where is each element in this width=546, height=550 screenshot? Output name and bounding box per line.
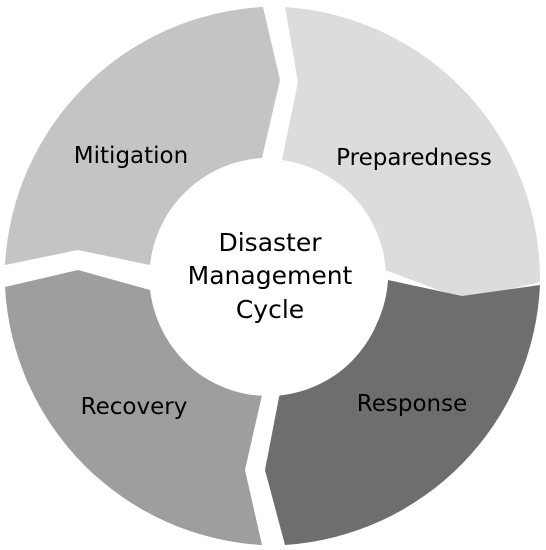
center-title-line-2: Management <box>188 261 353 290</box>
preparedness-segment <box>282 7 541 300</box>
center-circle <box>150 160 386 396</box>
center-title-line-1: Disaster <box>218 228 322 257</box>
response-segment <box>265 280 540 545</box>
mitigation-label: Mitigation <box>74 143 188 169</box>
recovery-segment <box>5 270 262 545</box>
mitigation-segment <box>5 7 280 265</box>
center-title-line-3: Cycle <box>236 295 304 324</box>
recovery-label: Recovery <box>81 394 188 420</box>
preparedness-label: Preparedness <box>336 145 492 171</box>
response-label: Response <box>357 391 467 417</box>
